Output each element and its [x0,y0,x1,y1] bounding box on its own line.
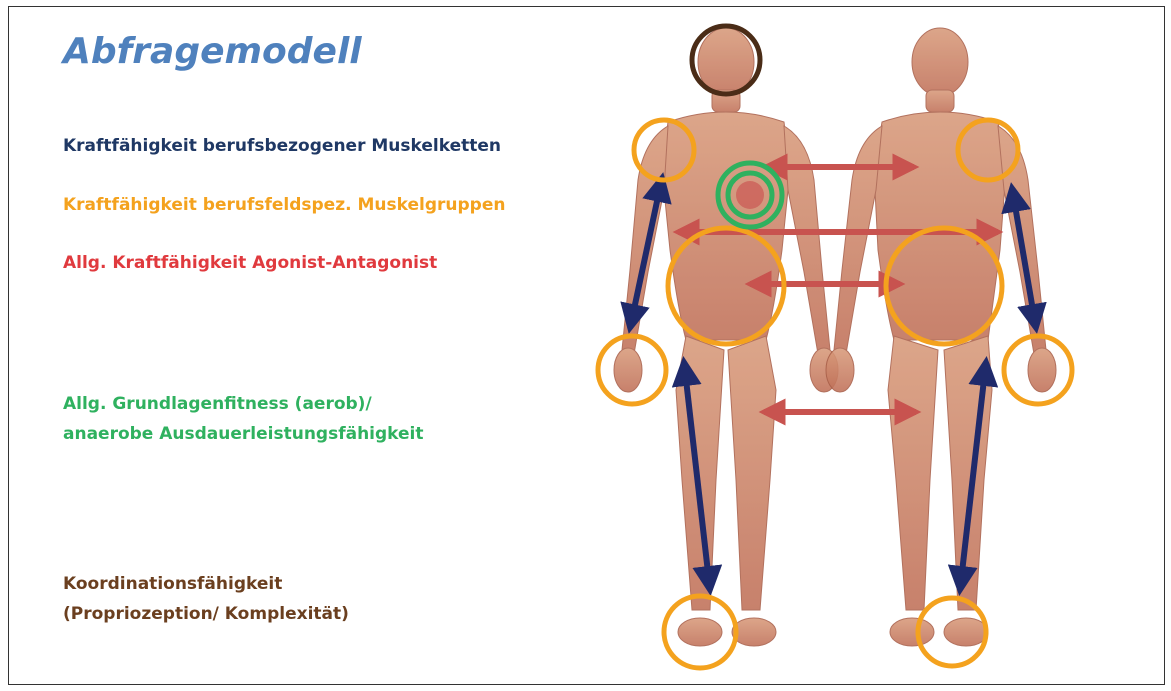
back-figure [826,28,1056,646]
slide-title: Abfragemodell [63,31,362,72]
label-coordination-line1: Koordinationsfähigkeit [63,569,349,599]
label-fitness: Allg. Grundlagenfitness (aerob)/ anaerob… [63,389,424,449]
front-figure [614,28,838,646]
label-coordination: Koordinationsfähigkeit (Propriozeption/ … [63,569,349,629]
label-muscle-chains: Kraftfähigkeit berufsbezogener Muskelket… [63,131,501,161]
fitness-circle [718,163,782,227]
label-agonist-antagonist: Allg. Kraftfähigkeit Agonist-Antagonist [63,248,437,278]
label-muscle-groups: Kraftfähigkeit berufsfeldspez. Muskelgru… [63,190,505,220]
anatomical-muscle-figures-icon [560,10,1120,685]
label-fitness-line2: anaerobe Ausdauerleistungsfähigkeit [63,419,424,449]
label-fitness-line1: Allg. Grundlagenfitness (aerob)/ [63,389,424,419]
label-coordination-line2: (Propriozeption/ Komplexität) [63,599,349,629]
